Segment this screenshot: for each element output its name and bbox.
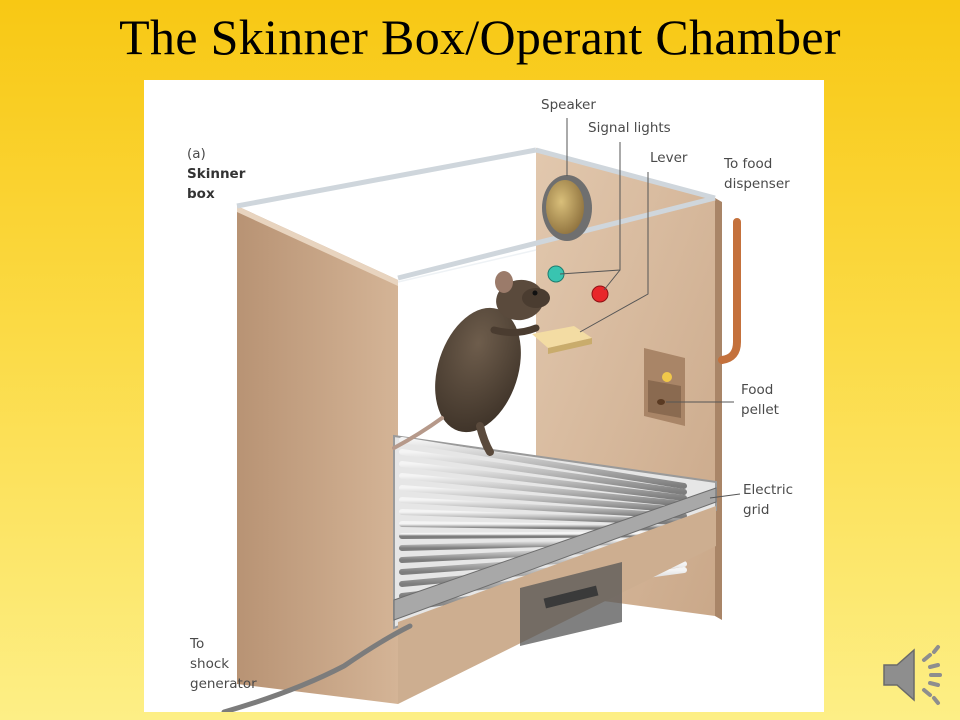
label-shock-line2: shock: [190, 656, 230, 672]
label-food-dispenser-line2: dispenser: [724, 176, 790, 192]
label-panel-tag: (a): [187, 146, 206, 162]
skinner-box-figure: (a) Skinner box Speaker Signal lights Le…: [144, 80, 824, 712]
label-lever: Lever: [650, 150, 688, 166]
label-speaker: Speaker: [541, 97, 596, 113]
label-food-pellet-line2: pellet: [741, 402, 779, 418]
food-dispenser-tube: [718, 218, 741, 364]
base-drawer: [398, 506, 716, 704]
rat: [392, 271, 550, 456]
label-food-pellet-line1: Food: [741, 382, 774, 398]
food-tray: [644, 348, 685, 426]
speaker-icon-graphic: [883, 645, 942, 705]
lever: [532, 326, 592, 354]
glass-top: [236, 147, 716, 281]
label-box-title-line2: box: [187, 186, 215, 202]
speaker-grille: [542, 175, 592, 241]
shock-cable: [221, 623, 413, 712]
skinner-box-illustration: [221, 118, 741, 712]
label-leader-lines: [559, 118, 741, 499]
electric-grid: [393, 434, 717, 630]
label-signal-lights: Signal lights: [588, 120, 671, 136]
label-food-dispenser-line1: To food: [724, 156, 773, 172]
slide-title: The Skinner Box/Operant Chamber: [119, 9, 841, 65]
label-electric-grid-line2: grid: [743, 502, 770, 518]
label-box-title-line1: Skinner: [187, 166, 246, 182]
speaker-icon[interactable]: [878, 640, 954, 710]
label-electric-grid-line1: Electric: [743, 482, 794, 498]
label-shock-line1: To: [190, 636, 205, 652]
label-shock-line3: generator: [190, 676, 257, 692]
left-wall: [237, 206, 398, 704]
